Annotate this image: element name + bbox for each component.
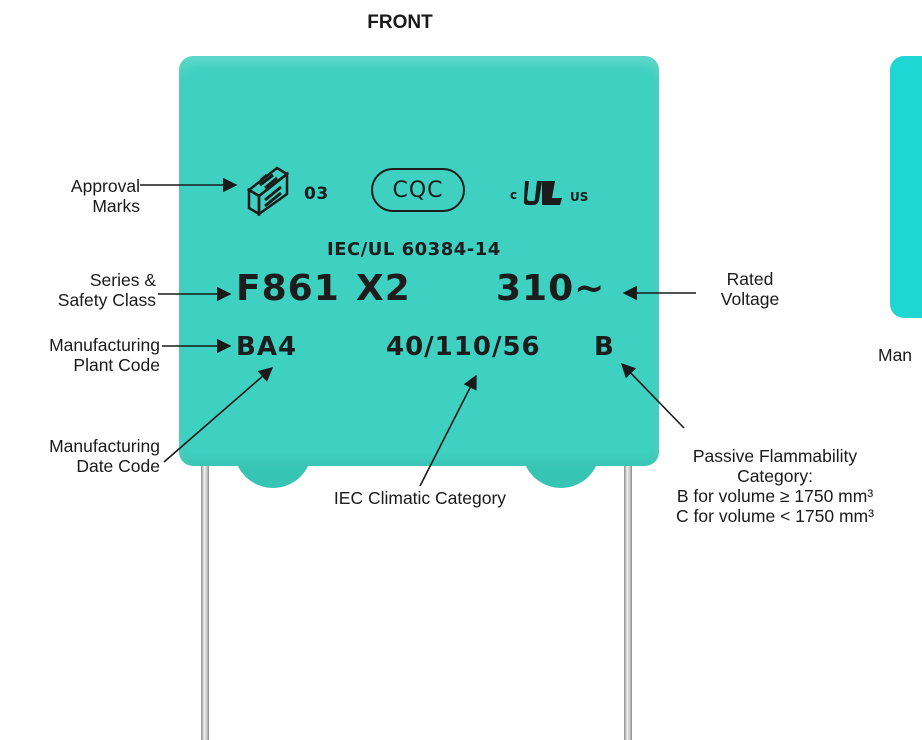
plant-code: BA4 <box>236 332 298 362</box>
ul-prefix: c <box>510 188 518 202</box>
series-code: F861 <box>236 268 340 309</box>
label-back-partial: Man <box>878 345 913 365</box>
arrow-date-code <box>163 367 274 463</box>
flammability-value: B <box>594 332 615 362</box>
cqc-mark: CQC <box>371 168 465 212</box>
safety-class: X2 <box>356 268 411 309</box>
arrow-climatic <box>419 374 477 487</box>
label-iec-climatic-category: IEC Climatic Category <box>333 488 507 508</box>
label-series-safety-class: Series & Safety Class <box>57 270 156 310</box>
arrow-flammability <box>620 362 685 429</box>
capacitor-body-front <box>179 56 659 466</box>
capacitor-body-back <box>890 56 922 318</box>
label-rated-voltage: Rated Voltage <box>720 269 780 309</box>
diagram-title: FRONT <box>367 12 433 33</box>
enec-number: 03 <box>304 184 329 204</box>
lead-left <box>201 440 209 740</box>
standard-text: IEC/UL 60384-14 <box>327 239 501 260</box>
ul-suffix: US <box>570 190 589 204</box>
ul-mark <box>522 178 570 208</box>
label-manufacturing-plant-code: Manufacturing Plant Code <box>49 335 160 375</box>
enec-logo-icon <box>246 166 290 217</box>
enec-mark <box>243 166 305 217</box>
label-approval-marks: Approval Marks <box>70 176 140 216</box>
label-passive-flammability: Passive Flammability Category: B for vol… <box>676 446 874 526</box>
rated-voltage-value: 310~ <box>496 268 606 309</box>
label-manufacturing-date-code: Manufacturing Date Code <box>49 436 160 476</box>
ul-logo-icon <box>523 181 562 205</box>
climatic-category-value: 40/110/56 <box>386 332 541 362</box>
lead-right <box>624 440 632 740</box>
